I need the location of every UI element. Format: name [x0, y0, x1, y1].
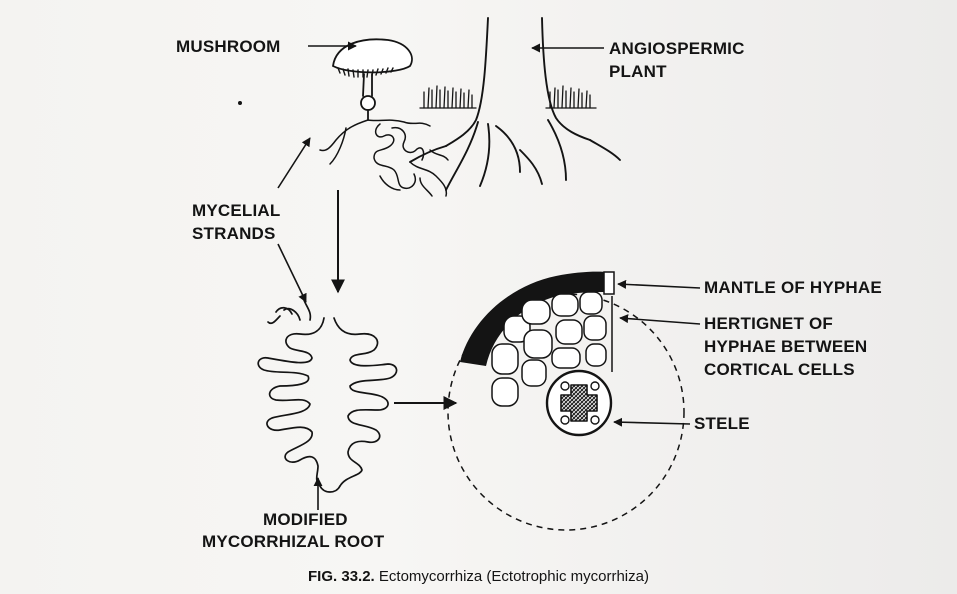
label-mycelial-strands-line2: STRANDS [192, 223, 276, 244]
arrow-stele [614, 422, 690, 424]
mushroom-drawing [333, 39, 412, 120]
angiospermic-plant-drawing [410, 18, 620, 190]
label-mushroom: MUSHROOM [176, 36, 281, 57]
root-cross-section-drawing [448, 272, 684, 530]
label-angiospermic-plant-line2: PLANT [609, 61, 667, 82]
label-angiospermic-plant-line1: ANGIOSPERMIC [609, 38, 745, 59]
mycelial-strands-drawing [320, 120, 448, 196]
caption-number: FIG. 33.2. [308, 568, 375, 585]
arrows [278, 46, 700, 510]
arrow-mycelial-up [278, 138, 310, 188]
arrow-mycelial-down [278, 244, 306, 302]
label-hertignet-line1: HERTIGNET OF [704, 313, 833, 334]
mycorrhizal-root-drawing [258, 300, 396, 492]
label-modified-line2: MYCORRHIZAL ROOT [202, 531, 384, 552]
label-stele: STELE [694, 413, 750, 434]
label-hertignet-line3: CORTICAL CELLS [704, 359, 855, 380]
label-hertignet-line2: HYPHAE BETWEEN [704, 336, 867, 357]
arrow-mantle [618, 284, 700, 288]
label-modified-line1: MODIFIED [263, 509, 348, 530]
figure-caption: FIG. 33.2. Ectomycorrhiza (Ectotrophic m… [0, 568, 957, 585]
caption-text: Ectomycorrhiza (Ectotrophic mycorrhiza) [379, 568, 649, 585]
ink-speck [238, 101, 242, 105]
label-mycelial-strands-line1: MYCELIAL [192, 200, 280, 221]
label-mantle-of-hyphae: MANTLE OF HYPHAE [704, 277, 882, 298]
arrow-hertignet [620, 318, 700, 324]
